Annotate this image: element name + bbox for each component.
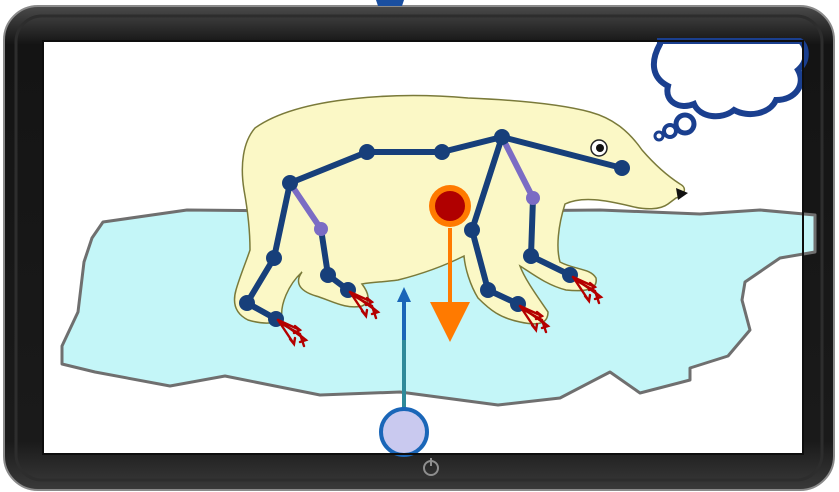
thought-bubble-smaller xyxy=(664,125,676,137)
joint xyxy=(523,248,539,264)
joint-lavender xyxy=(526,191,540,205)
joint xyxy=(282,175,298,191)
center-of-mass-dot xyxy=(435,191,465,221)
joint xyxy=(480,282,496,298)
thought-bubble-smallest xyxy=(655,132,663,140)
joint-lavender xyxy=(314,222,328,236)
thought-bubble-small xyxy=(676,115,694,133)
bear-pupil xyxy=(596,144,604,152)
joint xyxy=(494,129,510,145)
joint xyxy=(464,222,480,238)
joint xyxy=(359,144,375,160)
joint xyxy=(320,267,336,283)
top-edge-accent xyxy=(376,0,404,6)
joint xyxy=(239,295,255,311)
joint xyxy=(614,160,630,176)
joint xyxy=(266,250,282,266)
joint xyxy=(434,144,450,160)
support-origin xyxy=(381,409,427,455)
